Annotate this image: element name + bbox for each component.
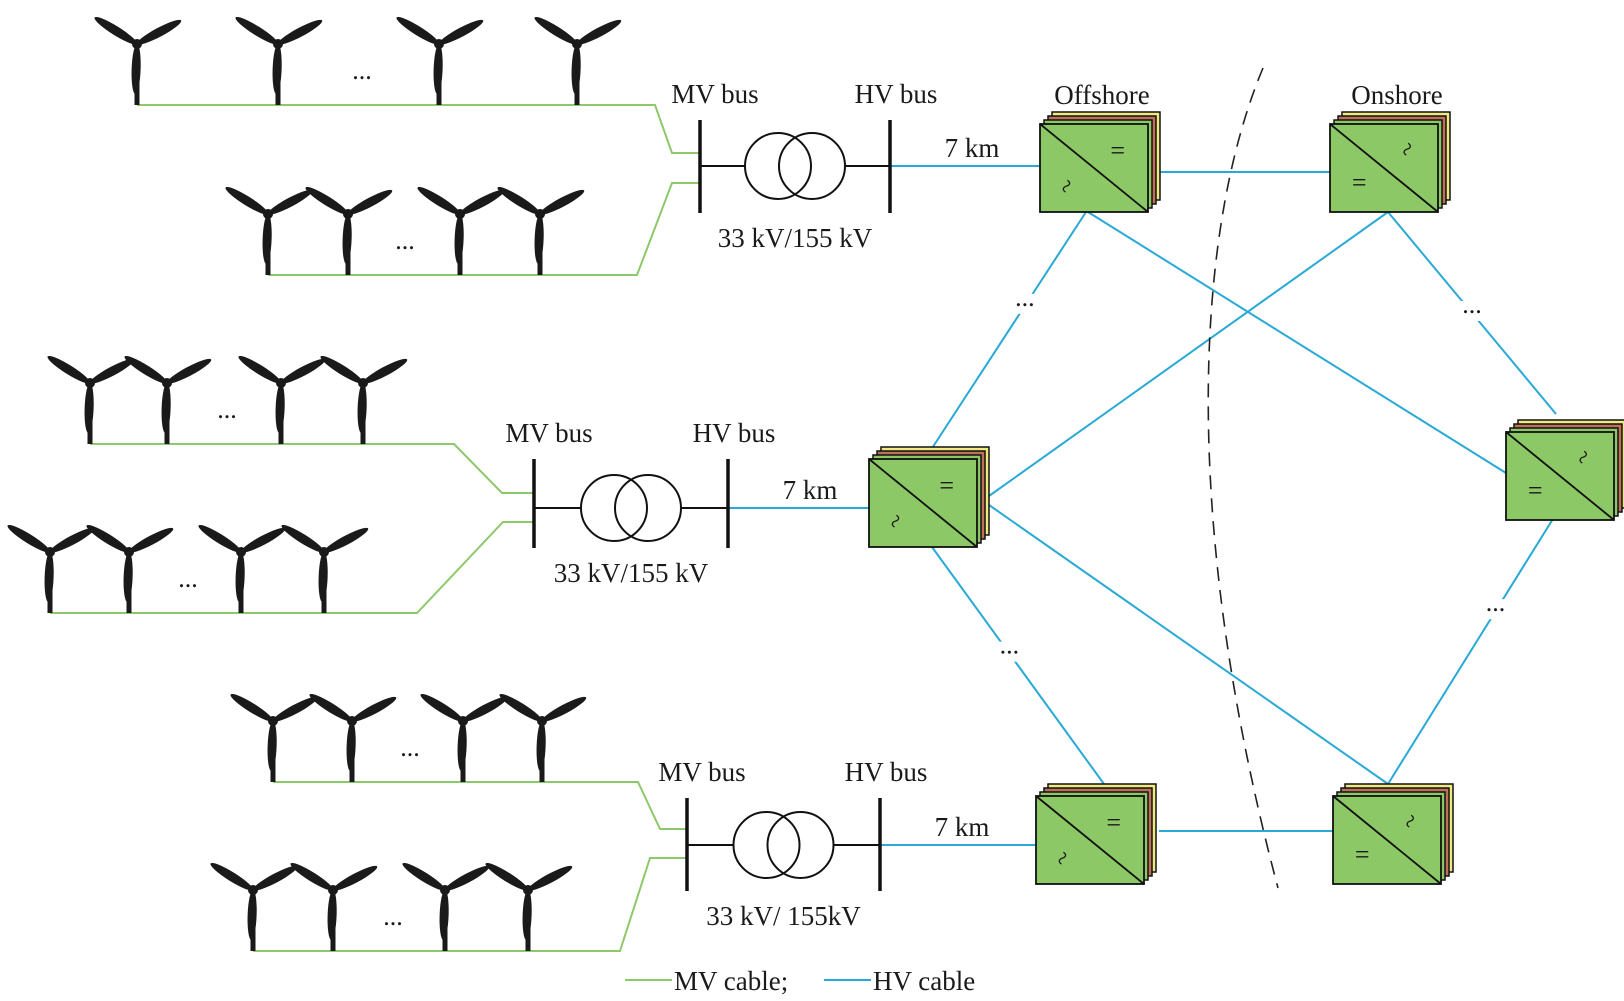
dc-symbol: =	[939, 471, 954, 500]
wind-turbine-icon	[238, 355, 326, 444]
mv-bus-label: MV bus	[505, 418, 592, 448]
wind-turbine-icon	[305, 186, 393, 275]
hv-dc-link	[924, 211, 1087, 460]
onshore-converter-1: =~	[1329, 111, 1451, 213]
offshore-converter-3: =~	[1035, 783, 1157, 885]
wind-turbine-icon	[309, 693, 397, 782]
substation-1	[698, 120, 892, 213]
mv-feeder-cable	[273, 781, 687, 830]
wind-turbine-icon	[47, 355, 135, 444]
wind-turbine-icon	[420, 693, 508, 782]
ellipsis-label: ...	[395, 226, 415, 255]
transformer-icon	[700, 132, 890, 200]
hv-dc-link	[988, 504, 1389, 785]
wind-turbine-icon	[396, 16, 484, 105]
wind-turbine-icon	[499, 693, 587, 782]
dc-symbol: =	[1106, 808, 1121, 837]
mv-bus-label: MV bus	[671, 79, 758, 109]
hv-dc-link	[1087, 211, 1507, 474]
dc-symbol: =	[1355, 840, 1370, 869]
offshore-converter-2: =~	[868, 446, 990, 548]
wind-turbine-icon	[534, 16, 622, 105]
legend-mv-label: MV cable;	[674, 966, 788, 996]
wind-turbine-icon	[402, 862, 490, 951]
cable-layer	[50, 104, 1557, 952]
onshore-converter-2: =~	[1505, 419, 1624, 521]
text-layer: Offshore Onshore ............ MV bus HV bu…	[178, 56, 1505, 931]
ellipsis-label: ...	[1000, 631, 1020, 660]
hv-dc-link	[931, 546, 1105, 785]
offshore-label: Offshore	[1054, 80, 1149, 110]
mv-feeder-cable	[137, 104, 700, 154]
dc-symbol: =	[1110, 136, 1125, 165]
wind-turbine-icon	[417, 186, 505, 275]
hv-bus-label: HV bus	[845, 757, 928, 787]
ellipsis-label: ...	[1462, 290, 1482, 319]
dc-symbol: =	[1528, 476, 1543, 505]
wind-turbine-icon	[86, 524, 174, 613]
substation-2	[532, 459, 730, 548]
transformer-rating-label: 33 kV/ 155kV	[706, 901, 861, 931]
onshore-label: Onshore	[1351, 80, 1442, 110]
wind-turbine-icon	[7, 524, 95, 613]
ellipsis-label: ...	[352, 56, 372, 85]
hv-dc-link	[988, 211, 1389, 497]
hv-dc-link	[1387, 513, 1557, 785]
ellipsis-label: ...	[383, 902, 403, 931]
transformer-icon	[687, 811, 880, 879]
ellipsis-label: ...	[1015, 283, 1035, 312]
cable-length-label: 7 km	[935, 812, 990, 842]
wind-turbine-icon	[485, 862, 573, 951]
transformer-icon	[534, 474, 728, 542]
cable-length-label: 7 km	[783, 475, 838, 505]
onshore-converter-3: =~	[1332, 783, 1454, 885]
offshore-onshore-boundary	[1207, 67, 1279, 889]
wind-turbine-icon	[320, 355, 408, 444]
transformer-rating-label: 33 kV/155 kV	[554, 558, 709, 588]
mv-bus-label: MV bus	[658, 757, 745, 787]
wind-turbine-icon	[198, 524, 286, 613]
wind-turbine-icon	[235, 16, 323, 105]
offshore-substations	[532, 120, 892, 891]
dc-symbol: =	[1352, 168, 1367, 197]
ellipsis-label: ...	[1486, 588, 1506, 617]
wind-turbine-icon	[290, 862, 378, 951]
converter-stations: =~ =~ =~ =~ =~ =~	[868, 111, 1624, 885]
cable-length-label: 7 km	[945, 133, 1000, 163]
wind-turbine-icon	[225, 186, 313, 275]
transformer-rating-label: 33 kV/155 kV	[718, 223, 873, 253]
wind-turbine-icon	[230, 693, 318, 782]
mv-feeder-cable	[90, 443, 534, 494]
ellipsis-label: ...	[178, 564, 198, 593]
ellipsis-label: ...	[400, 733, 420, 762]
boundary-dashed-line	[1207, 67, 1279, 889]
wind-turbine-icon	[281, 524, 369, 613]
wind-turbine-icon	[497, 186, 585, 275]
hv-bus-label: HV bus	[693, 418, 776, 448]
legend: MV cable; HV cable	[625, 966, 975, 996]
hv-bus-label: HV bus	[855, 79, 938, 109]
substation-3	[685, 798, 882, 891]
wind-turbine-icon	[94, 16, 182, 105]
wind-turbine-icon	[124, 355, 212, 444]
offshore-converter-1: =~	[1039, 111, 1161, 213]
wind-turbine-icon	[210, 862, 298, 951]
legend-hv-label: HV cable	[873, 966, 975, 996]
ellipsis-label: ...	[217, 395, 237, 424]
wind-turbine-strings	[7, 16, 622, 951]
